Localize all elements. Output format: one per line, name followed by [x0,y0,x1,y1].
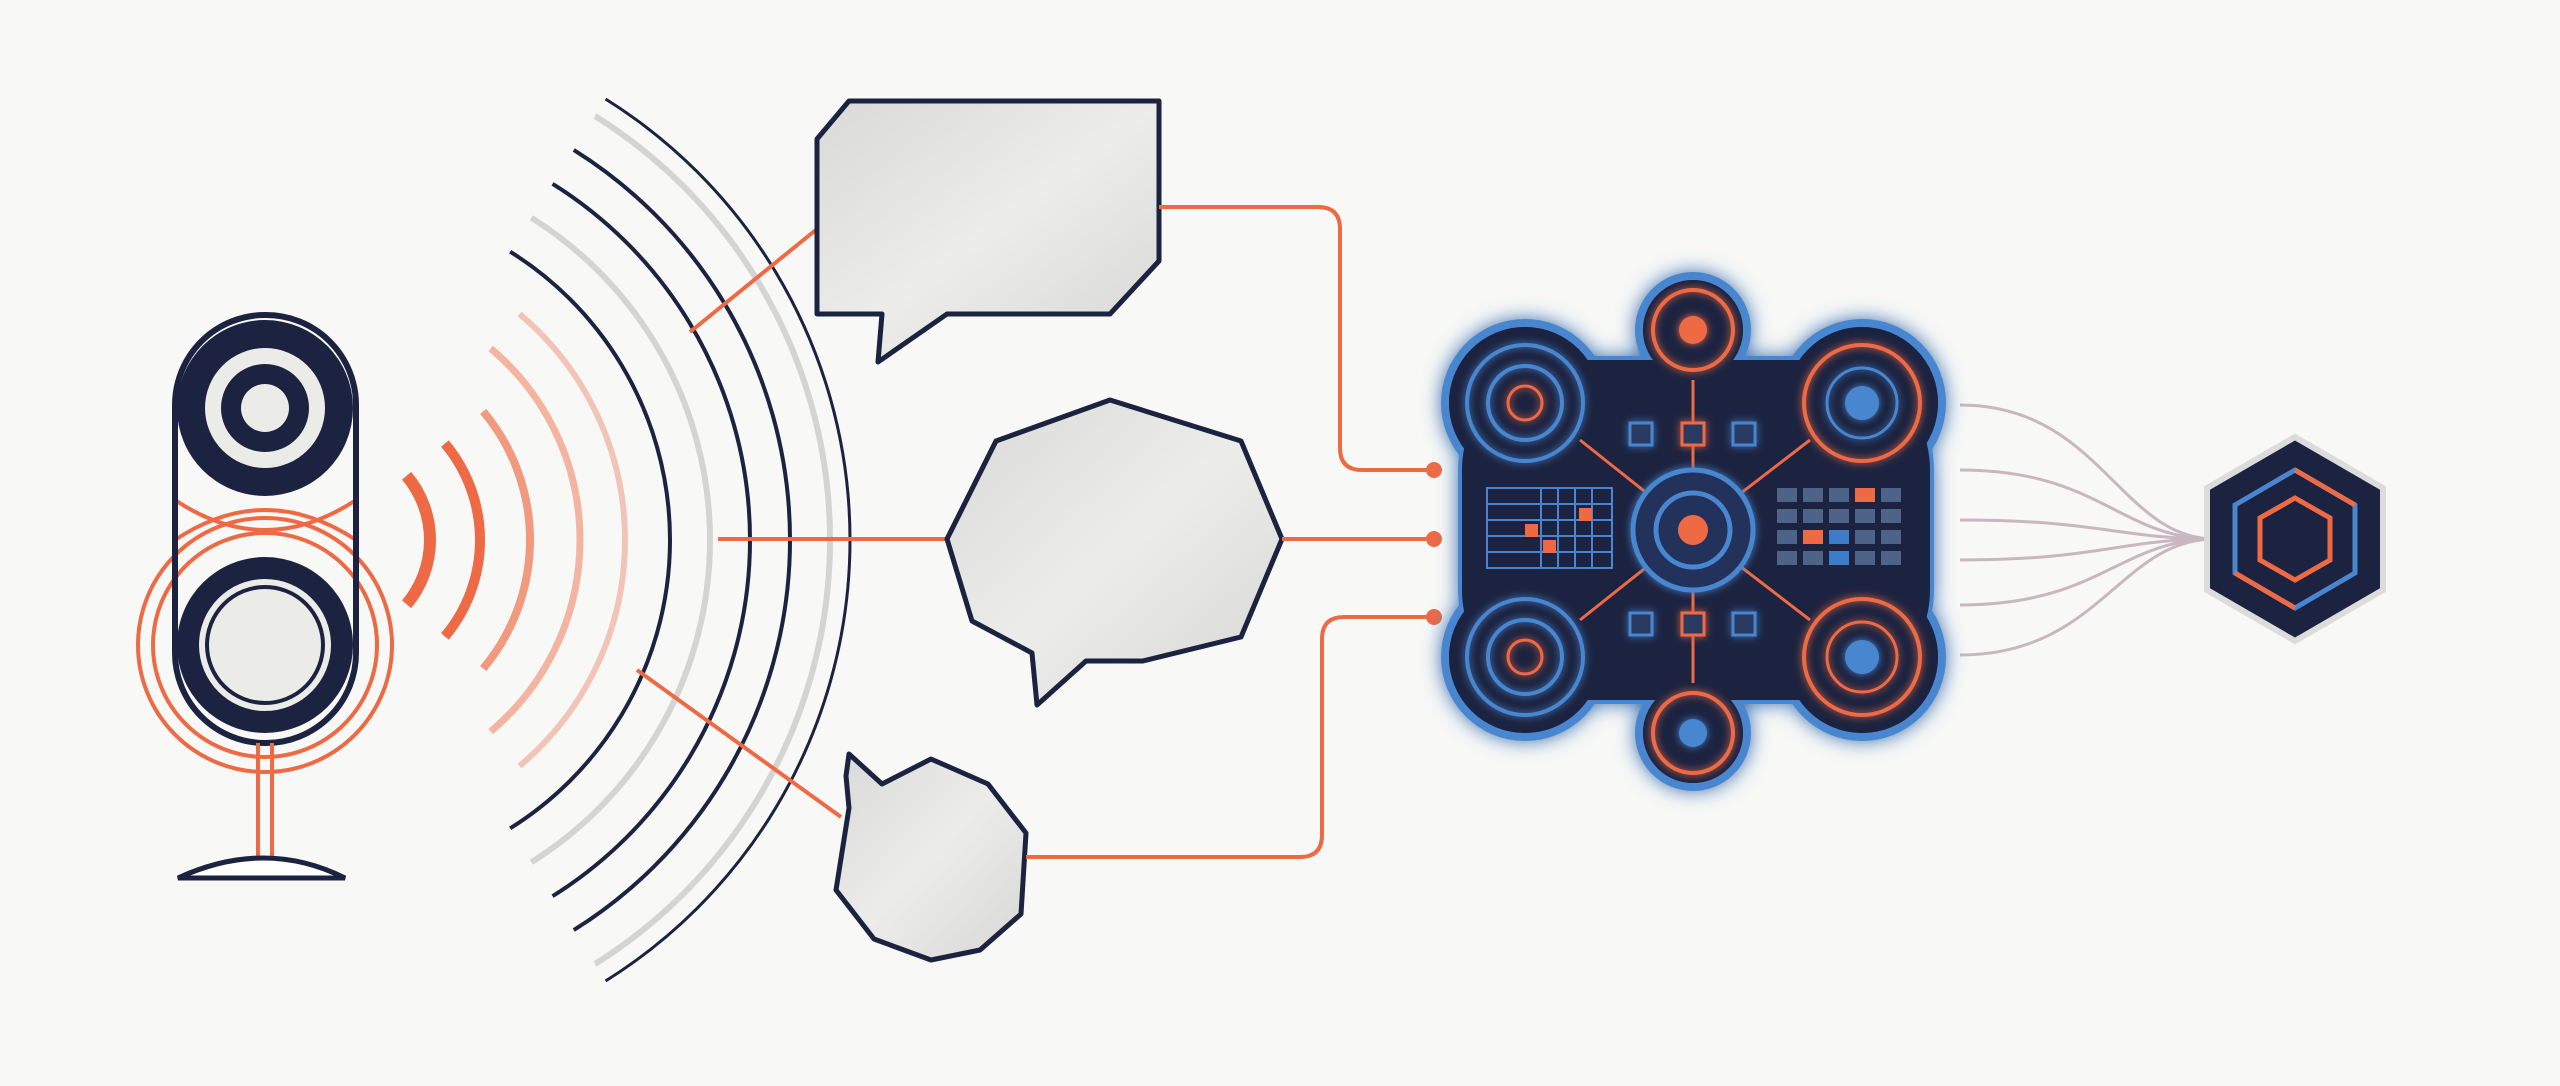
grid-cell [1881,488,1901,502]
sound-wave-arc [509,249,672,831]
output-line [1959,537,2216,562]
hexagon-output-icon [2204,433,2386,645]
output-line [1959,537,2216,607]
grid-cell [1777,551,1797,565]
grid-cell [1855,530,1875,544]
grid-cell [1803,488,1823,502]
output-line [1959,403,2216,541]
output-line [1959,537,2216,657]
grid-cell [1829,509,1849,523]
grid-cell [1777,488,1797,502]
grid-cell [1803,509,1823,523]
sound-wave-arc [517,311,628,769]
speech-bubble-icon [833,751,1029,963]
sound-wave-arc [529,215,713,865]
grid-cell [1829,530,1849,544]
matrix-cell-active [1525,524,1538,537]
processor-matrix-grid [1486,487,1613,569]
bubble-to-processor-connectors [1026,205,1434,859]
grid-cell [1855,551,1875,565]
output-line [1959,468,2216,541]
grid-cell [1881,509,1901,523]
grid-cell [1855,509,1875,523]
grid-cell [1777,530,1797,544]
grid-cell [1829,551,1849,565]
grid-cell [1881,530,1901,544]
sound-wave-arc [488,345,584,735]
speech-bubble-icon [814,98,1162,365]
grid-cell [1855,488,1875,502]
grid-cell [1829,488,1849,502]
sound-wave-arc [441,440,485,640]
connector-dots [1426,462,1442,625]
sound-wave-arc [480,408,534,672]
wave-to-bubble-connectors [635,227,947,819]
grid-cell [1803,530,1823,544]
grid-cell [1881,551,1901,565]
speech-bubble-icon [944,397,1285,708]
processor-cell-grid [1777,488,1901,565]
grid-cell [1803,551,1823,565]
sound-wave-arc [401,471,436,609]
output-line [1959,518,2216,541]
matrix-cell-active [1579,508,1592,521]
microphone-icon [136,312,394,881]
processor-hub-icon [1441,272,1946,791]
grid-cell [1777,509,1797,523]
output-lines [1959,403,2216,657]
matrix-cell-active [1543,540,1556,553]
